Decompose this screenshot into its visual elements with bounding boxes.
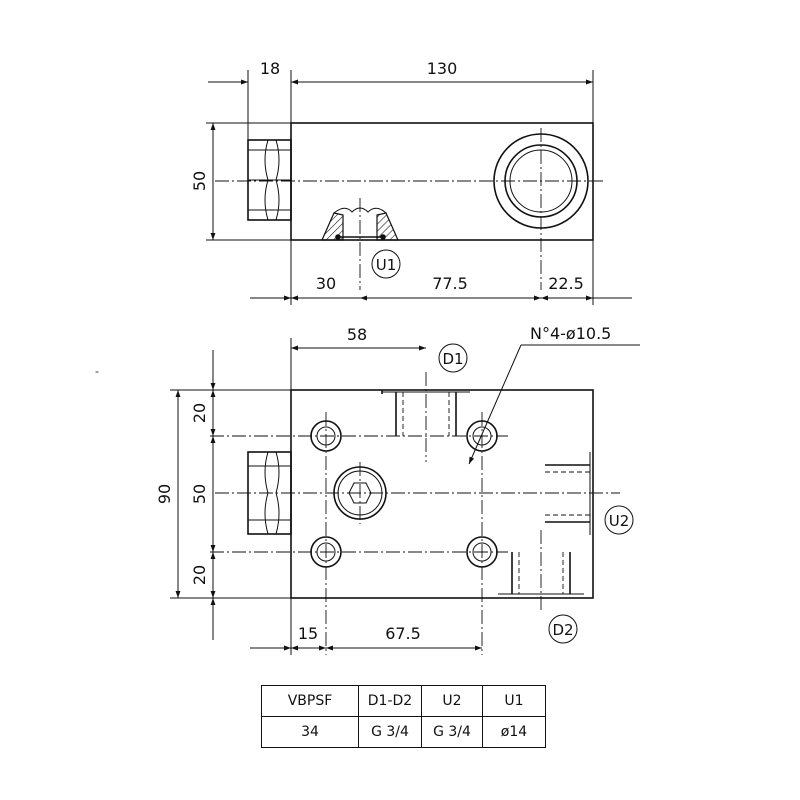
front-u2-port [545,452,591,535]
spec-table-header-row: VBPSF D1-D2 U2 U1 [261,685,546,717]
top-hex-nut [247,139,292,221]
stray-mark: - [95,364,99,378]
spec-header-model: VBPSF [261,685,359,717]
dim-hole-bottom: 20 [190,565,209,585]
tag-d1-circle [438,343,468,373]
spec-table-row: 34 G 3/4 G 3/4 ø14 [261,716,546,748]
tag-d1: D1 [442,350,463,368]
spec-cell-model: 34 [261,716,359,748]
front-view: 58 D1 N°4-ø10.5 90 20 50 20 15 67.5 U2 D [155,324,640,655]
front-d2-port [498,552,584,595]
tag-d2: D2 [552,621,573,639]
mounting-holes [310,420,498,568]
tag-u2: U2 [609,512,630,530]
dim-hole-x-spacing: 67.5 [385,624,421,643]
front-d1-port [381,390,470,436]
dim-hole-spacing: 50 [190,484,209,504]
dim-u2-edge: 22.5 [548,274,584,293]
dim-body-length: 130 [427,59,458,78]
dim-u1-to-u2: 77.5 [432,274,468,293]
spec-cell-d1-d2: G 3/4 [358,716,422,748]
front-body-outline [290,389,594,599]
hole-note: N°4-ø10.5 [530,324,611,343]
top-view: 18 130 50 30 77.5 22.5 U1 [190,59,632,305]
tag-d2-circle [548,614,578,644]
top-u1-section [321,207,399,241]
spec-header-d1-d2: D1-D2 [358,685,422,717]
dim-d1-position: 58 [347,325,367,344]
tag-u2-circle [604,505,634,535]
spec-header-u1: U1 [482,685,546,717]
spec-table: VBPSF D1-D2 U2 U1 34 G 3/4 G 3/4 ø14 [261,685,546,748]
dim-u1-offset: 30 [316,274,336,293]
dim-hex-length: 18 [260,59,280,78]
dim-top-height: 50 [190,171,209,191]
dim-hole-x-offset: 15 [298,624,318,643]
dim-hole-top: 20 [190,403,209,423]
spec-header-u2: U2 [421,685,483,717]
spec-cell-u2: G 3/4 [421,716,483,748]
dim-total-height: 90 [155,484,174,504]
tag-u1: U1 [376,256,397,274]
tag-u1-circle [371,249,401,279]
spec-cell-u1: ø14 [482,716,546,748]
